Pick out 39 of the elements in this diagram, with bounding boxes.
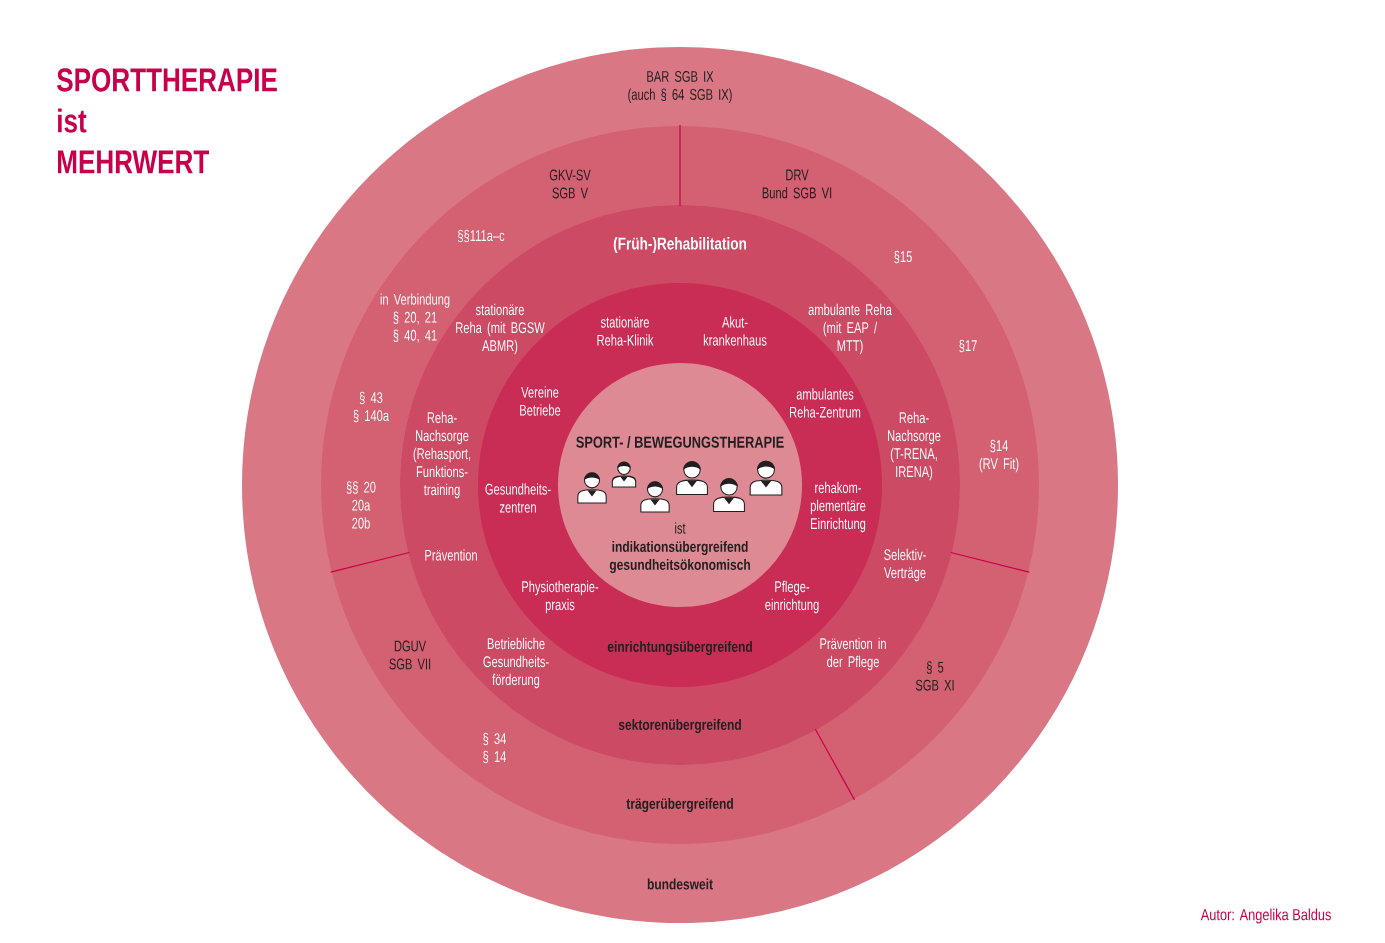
level-label: einrichtungsübergreifend	[607, 641, 752, 656]
setting-text: Prävention	[425, 549, 477, 561]
section-reference: §17	[959, 339, 977, 353]
level-label: trägerübergreifend	[626, 798, 733, 813]
setting-text: ambulantes Reha-Zentrum	[790, 388, 861, 418]
setting-text: Reha- Nachsorge (T-RENA, IRENA)	[888, 411, 941, 481]
setting-text: stationäre Reha (mit BGSW ABMR)	[456, 303, 545, 355]
section-reference: § 43 § 140a	[353, 391, 390, 423]
carrier-name: BAR SGB IX (auch § 64 SGB IX)	[628, 71, 732, 103]
section-reference: § 34 § 14	[483, 732, 506, 764]
carrier-name: § 5 SGB XI	[915, 661, 954, 691]
setting-text: ambulante Reha (mit EAP / MTT)	[808, 303, 892, 355]
title: SPORTTHERAPIE ist MEHRWERT	[57, 68, 277, 174]
body-text: indikationsübergreifend gesundheitsökonomisch	[609, 541, 750, 574]
setting-text: Physiotherapie- praxis	[522, 580, 599, 614]
carrier-name: DGUV SGB VII	[389, 640, 431, 670]
carrier-name: GKV-SV SGB V	[549, 169, 591, 199]
setting-text: Akut- krankenhaus	[703, 316, 767, 346]
level-label: bundesweit	[647, 878, 713, 890]
section-reference: §15	[894, 250, 912, 264]
setting-text: Pflege- einrichtung	[765, 580, 819, 614]
setting-text: rehakom- plementäre Einrichtung	[810, 481, 866, 533]
setting-text: stationäre Reha-Klinik	[597, 316, 654, 346]
heading: SPORT- / BEWEGUNGSTHERAPIE	[576, 436, 784, 448]
level-label: sektorenübergreifend	[618, 719, 741, 734]
section-reference: in Verbindung § 20, 21 § 40, 41	[380, 293, 450, 343]
setting-text: Selektiv- Verträge	[884, 548, 926, 582]
body-text: ist	[675, 522, 686, 534]
section-reference: §14 (RV Fit)	[979, 439, 1019, 473]
setting-text: Reha- Nachsorge (Rehasport, Funktions- training	[413, 411, 471, 499]
setting-heading: (Früh-)Rehabilitation	[613, 237, 747, 253]
setting-text: Prävention in der Pflege	[820, 637, 886, 671]
section-reference: §§ 20 20a 20b	[346, 481, 376, 529]
section-reference: §§111a–c	[458, 229, 505, 243]
setting-text: Betriebliche Gesundheits- förderung	[483, 637, 549, 689]
carrier-name: DRV Bund SGB VI	[762, 169, 832, 199]
author-credit: Autor: Angelika Baldus	[1200, 908, 1331, 924]
setting-text: Gesundheits- zentren	[485, 483, 551, 513]
setting-text: Vereine Betriebe	[520, 386, 561, 416]
